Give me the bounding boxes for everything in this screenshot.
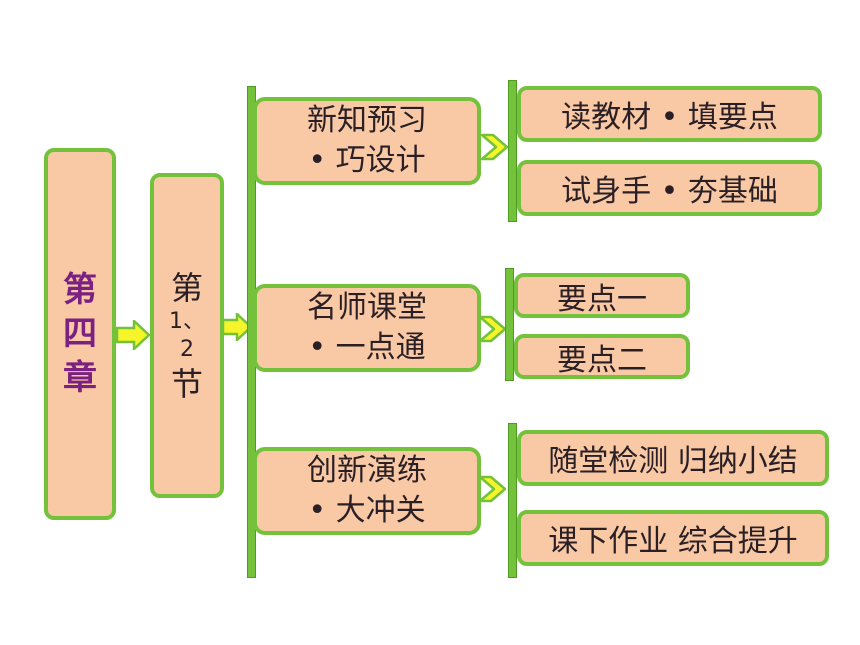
arrow-right-icon [222, 313, 252, 341]
chevron-right-icon [478, 475, 507, 503]
group-title-line: 名师课堂 [307, 290, 427, 325]
chapter-box: 第 四 章 [44, 148, 116, 520]
sub-item-box: 随堂检测 归纳小结 [517, 430, 829, 486]
chapter-char: 第 [63, 270, 97, 310]
group-title-box: 新知预习 • 巧设计 [253, 97, 481, 185]
group-title-line: 新知预习 [307, 103, 427, 138]
chevron-right-icon [480, 133, 509, 161]
sub-bracket-line [505, 268, 514, 381]
sub-item-box: 读教材 • 填要点 [517, 86, 822, 142]
chapter-title: 第 四 章 [63, 268, 97, 400]
sub-item-box: 课下作业 综合提升 [517, 510, 829, 566]
section-title: 第 1、 2 节 [169, 268, 205, 404]
sub-item-label: 试身手 • 夯基础 [561, 174, 778, 209]
sub-bracket-line [508, 423, 517, 578]
group-title-line: • 一点通 [308, 330, 426, 365]
group-title-box: 名师课堂 • 一点通 [253, 284, 481, 372]
sub-item-label: 要点二 [557, 342, 647, 378]
chapter-char: 四 [63, 314, 97, 354]
group-title-line: • 巧设计 [308, 143, 426, 178]
group-title-box: 创新演练 • 大冲关 [253, 447, 481, 535]
section-char: 节 [170, 364, 203, 403]
sub-item-label: 读教材 • 填要点 [561, 100, 778, 135]
section-number: 1、 [169, 308, 205, 334]
sub-item-label: 要点一 [557, 281, 647, 317]
chapter-char: 章 [63, 358, 97, 398]
sub-bracket-line [508, 80, 517, 222]
section-number: 2 [180, 336, 194, 362]
group-title-line: • 大冲关 [308, 493, 426, 528]
section-box: 第 1、 2 节 [150, 173, 224, 498]
sub-item-box: 要点一 [514, 273, 690, 318]
arrow-right-icon [116, 320, 150, 350]
group-title-line: 创新演练 [307, 453, 427, 488]
sub-item-label: 随堂检测 归纳小结 [548, 444, 798, 479]
section-char: 第 [170, 268, 203, 307]
sub-item-label: 课下作业 综合提升 [548, 524, 798, 559]
chevron-right-icon [478, 315, 507, 343]
sub-item-box: 要点二 [514, 334, 690, 379]
sub-item-box: 试身手 • 夯基础 [517, 160, 822, 216]
